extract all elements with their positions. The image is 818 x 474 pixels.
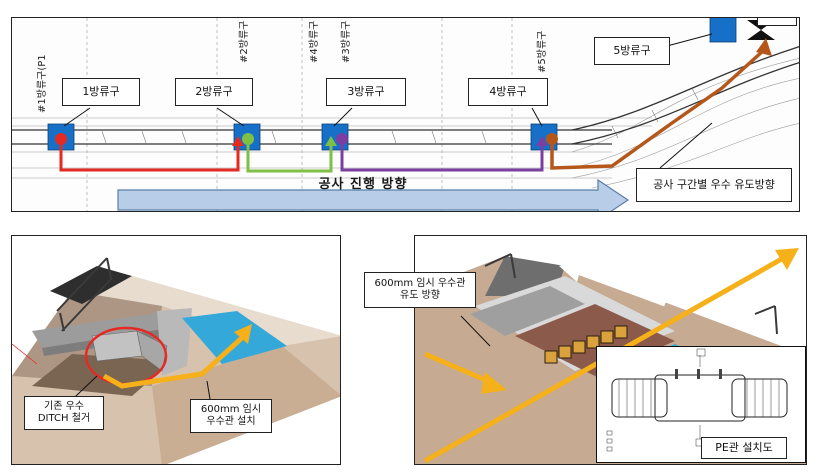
pipe-direction-panel: 600mm 임시 우수관 유도 방향 <box>414 235 807 465</box>
vertical-label-5: #5방류구 <box>536 31 548 73</box>
route-orange <box>550 48 766 170</box>
install-direction-arrow <box>102 334 246 389</box>
vertical-label-4: #4방류구 <box>308 21 320 63</box>
route-purple <box>340 142 544 172</box>
route-direction-note: 공사 구간별 우수 유도방향 <box>636 168 792 202</box>
station-callout-5: 5방류구 <box>594 37 670 65</box>
blue-mat <box>182 311 287 364</box>
vertical-label-1: #1방류구(P1 <box>36 54 48 113</box>
pe-pipe-caption: PE관 설치도 <box>701 437 787 459</box>
ditch-3d-view <box>12 257 340 464</box>
plan-view-panel: #1방류구(P1 #2방류구 #3방류구 #4방류구 #5방류구 <box>11 17 800 212</box>
pe-pipe-drawing <box>606 348 788 452</box>
pe-pipe-inset: PE관 설치도 <box>596 346 806 463</box>
ditch-removal-panel: 기존 우수 DITCH 철거 600mm 임시 우수관 설치 <box>11 235 341 465</box>
existing-ditch-callout: 기존 우수 DITCH 철거 <box>24 396 104 430</box>
plan-drawing: #1방류구(P1 #2방류구 #3방류구 #4방류구 #5방류구 <box>12 18 799 211</box>
station-callout-4: 4방류구 <box>468 78 548 106</box>
pipe-direction-callout-box: 600mm 임시 우수관 유도 방향 <box>364 272 476 308</box>
station-callout-2: 2방류구 <box>175 78 253 106</box>
route-red <box>59 140 240 172</box>
route-green <box>246 142 333 173</box>
station-marker-5 <box>709 18 737 43</box>
station-callout-3: 3방류구 <box>326 78 406 106</box>
progress-label: 공사 진행 방향 <box>318 177 408 192</box>
vertical-label-3: #3방류구 <box>340 21 352 63</box>
install-pipe-callout: 600mm 임시 우수관 설치 <box>190 399 272 433</box>
station-callout-1: 1방류구 <box>62 78 140 106</box>
vertical-label-2: #2방류구 <box>238 21 250 63</box>
top-right-callout <box>757 18 797 26</box>
progress-arrow <box>117 178 630 211</box>
